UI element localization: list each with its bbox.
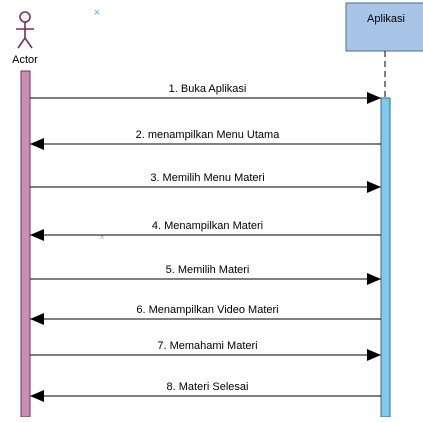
arrow-head-icon [367,92,381,104]
artifact-cross-mark: × [99,232,105,243]
arrow-head-icon [367,181,381,193]
message-7: 7. Memahami Materi [30,340,381,361]
arrow-head-icon [30,138,44,150]
message-label: 7. Memahami Materi [157,340,257,352]
arrow-head-icon [30,313,44,325]
arrow-head-icon [367,349,381,361]
message-6: 6. Menampilkan Video Materi [30,304,381,325]
actor-activation-bar [20,70,31,418]
message-label: 5. Memilih Materi [166,264,250,276]
arrow-head-icon [30,229,44,241]
system-lifeline-box [345,2,423,52]
message-label: 4. Menampilkan Materi [152,220,263,232]
message-label: 6. Menampilkan Video Materi [136,304,278,316]
artifact-cross-mark: × [94,7,100,19]
message-label: 8. Materi Selesai [167,381,249,393]
system-label: Aplikasi [367,13,405,25]
message-label: 2. menampilkan Menu Utama [136,129,281,141]
message-3: 3. Memilih Menu Materi [30,172,381,193]
stick-figure-actor-icon [16,11,34,49]
message-8: 8. Materi Selesai [30,381,381,402]
system-activation-bar [380,97,391,418]
message-label: 1. Buka Aplikasi [169,83,247,95]
message-2: 2. menampilkan Menu Utama [30,129,381,150]
message-label: 3. Memilih Menu Materi [150,172,264,184]
message-1: 1. Buka Aplikasi [30,83,381,104]
arrow-head-icon [30,390,44,402]
arrow-head-icon [367,273,381,285]
message-4: 4. Menampilkan Materi [30,220,381,241]
message-5: 5. Memilih Materi [30,264,381,285]
actor-label: Actor [12,54,38,66]
